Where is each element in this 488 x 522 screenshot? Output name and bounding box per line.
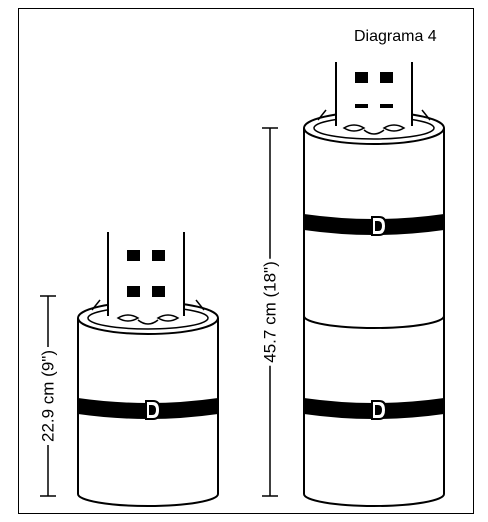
tall-height-label: 45.7 cm (18") [261, 258, 280, 366]
short-buckle-icon [145, 400, 161, 420]
tall-joint [303, 315, 445, 329]
diagram-title: Diagrama 4 [354, 28, 437, 45]
tall-planter [303, 62, 445, 507]
tall-buckle-upper-icon [371, 216, 387, 236]
short-planter [77, 232, 219, 507]
short-height-label: 22.9 cm (9") [39, 346, 58, 446]
tall-body [303, 128, 445, 507]
tall-buckle-lower-icon [371, 400, 387, 420]
short-core-holes [127, 250, 165, 297]
